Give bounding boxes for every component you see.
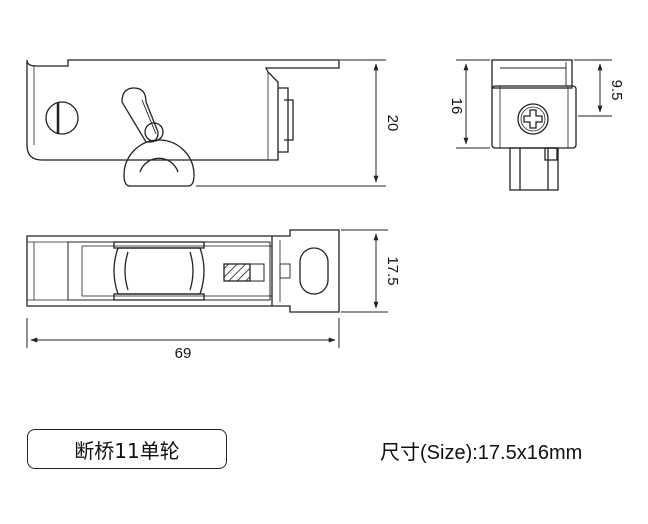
end-body xyxy=(491,85,577,149)
dim-top-width-label: 17.5 xyxy=(384,256,401,285)
phillips-screw-icon xyxy=(517,103,549,135)
end-cap xyxy=(491,59,573,89)
side-wheel xyxy=(123,139,195,187)
top-body-outline xyxy=(26,229,340,313)
dim-end-width xyxy=(456,59,490,149)
dim-end-width-label: 16 xyxy=(448,98,465,115)
top-axle xyxy=(223,263,251,282)
dim-top-width xyxy=(341,229,388,313)
dim-side-height xyxy=(196,59,386,187)
size-label: 尺寸(Size):17.5x16mm xyxy=(380,442,583,464)
side-screw-head xyxy=(45,101,79,135)
dim-length xyxy=(26,318,340,348)
end-view xyxy=(491,59,577,191)
dim-end-offset xyxy=(574,59,612,117)
dim-length-label: 69 xyxy=(175,345,192,362)
end-wheel-stub xyxy=(509,147,559,191)
top-slot xyxy=(299,247,329,295)
top-view xyxy=(26,229,340,313)
dim-side-height-label: 20 xyxy=(384,115,401,132)
side-adjust-pin xyxy=(121,87,164,143)
product-name-label: 断桥11单轮 xyxy=(27,429,227,469)
side-bracket xyxy=(278,87,294,153)
dim-end-offset-label: 9.5 xyxy=(608,80,625,101)
side-body-outline xyxy=(26,59,340,161)
side-view xyxy=(26,59,340,187)
top-wheel xyxy=(113,241,205,301)
